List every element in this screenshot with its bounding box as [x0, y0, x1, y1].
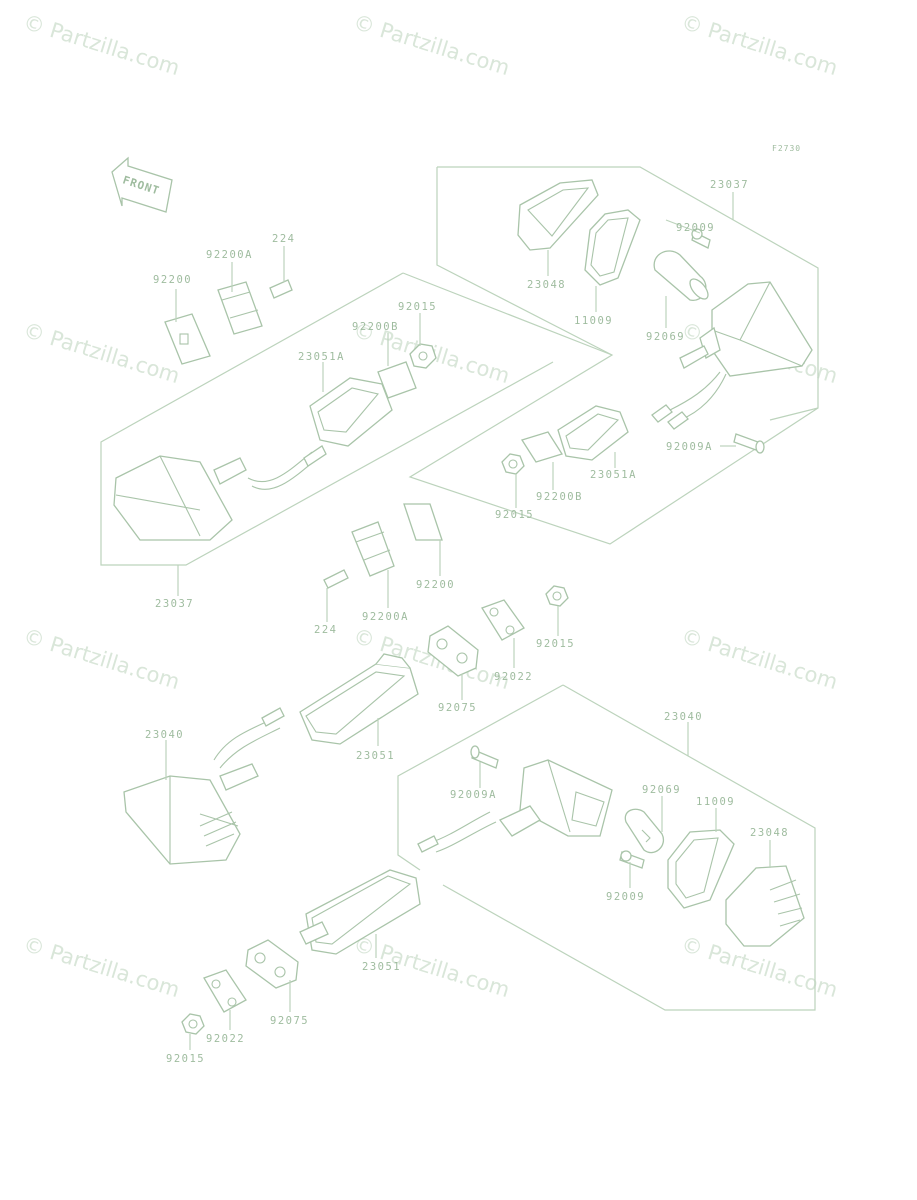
part-label: 92009 — [606, 891, 645, 903]
watermark: © Partzilla.com — [351, 10, 513, 80]
connectors-right — [651, 404, 689, 430]
part-label: 23051A — [298, 351, 345, 363]
part-label: 92015 — [536, 638, 575, 650]
housing-23037-left — [113, 445, 327, 541]
plate-92200-left — [164, 313, 211, 365]
part-label: 11009 — [574, 315, 613, 327]
part-label: 92200 — [153, 274, 192, 286]
part-label: 23048 — [527, 279, 566, 291]
watermark: © Partzilla.com — [679, 10, 841, 80]
part-label: 23051A — [590, 469, 637, 481]
watermark: © Partzilla.com — [21, 932, 183, 1002]
part-label: 92200B — [352, 321, 399, 333]
part-label: 23037 — [155, 598, 194, 610]
part-label: 92200B — [536, 491, 583, 503]
plate-92022-mid — [481, 599, 525, 641]
part-label: 224 — [314, 624, 337, 636]
part-label: 92009A — [666, 441, 713, 453]
outline-lower — [397, 684, 816, 1011]
watermark: © Partzilla.com — [679, 624, 841, 694]
part-label: 224 — [272, 233, 295, 245]
screw-92009-top — [691, 228, 711, 249]
grommet-92075-mid — [427, 625, 479, 677]
housing-23040-right — [417, 759, 613, 853]
bulb-92069-lower — [624, 808, 665, 854]
nut-92015-mid — [545, 585, 569, 607]
part-label: 92069 — [642, 784, 681, 796]
lens-23048-top — [517, 179, 599, 251]
part-label: 92200A — [362, 611, 409, 623]
watermark: © Partzilla.com — [21, 10, 183, 80]
plate-92200b-right — [520, 431, 564, 463]
bolt-224-left — [269, 279, 293, 299]
gasket-11009-lower — [667, 829, 735, 909]
leader-lines — [165, 192, 771, 1050]
screw-92009-lower — [619, 850, 645, 869]
screw-92009a-right — [733, 433, 765, 454]
part-label: 23037 — [710, 179, 749, 191]
part-label: 23040 — [145, 729, 184, 741]
screw-92009a-lower — [470, 745, 499, 769]
part-label: 23051 — [362, 961, 401, 973]
outline-left-front — [100, 272, 613, 566]
stay-23051-mid — [299, 653, 419, 745]
part-label: 11009 — [696, 796, 735, 808]
part-label: 23040 — [664, 711, 703, 723]
grommet-23051a-left — [309, 377, 393, 447]
part-label: 23051 — [356, 750, 395, 762]
watermark: © Partzilla.com — [21, 318, 183, 388]
part-label: 92075 — [438, 702, 477, 714]
figure-code: F2730 — [772, 144, 801, 153]
part-label: 92022 — [494, 671, 533, 683]
housing-23040-left — [123, 707, 285, 865]
part-label: 92200A — [206, 249, 253, 261]
lens-23048-lower — [725, 865, 805, 947]
part-label: 92015 — [398, 301, 437, 313]
nut-92015-lower — [181, 1013, 205, 1035]
housing-23037-right — [669, 281, 813, 421]
part-label: 23048 — [750, 827, 789, 839]
part-label: 92075 — [270, 1015, 309, 1027]
gasket-11009-top — [584, 209, 641, 286]
watermark: © Partzilla.com — [21, 624, 183, 694]
grommet-92075-lower — [245, 939, 299, 989]
plate-92200-mid — [403, 503, 443, 541]
part-label: 92015 — [166, 1053, 205, 1065]
nut-92015-right — [501, 453, 525, 475]
part-label: 92015 — [495, 509, 534, 521]
outline-right-front — [408, 166, 819, 545]
plate-92022-lower — [203, 969, 247, 1013]
front-arrow: FRONT — [111, 156, 173, 213]
grommet-23051a-right — [557, 405, 629, 461]
bracket-92200a-mid — [351, 521, 395, 577]
part-label: 92009 — [676, 222, 715, 234]
bolt-224-mid — [323, 569, 349, 589]
part-label: 92009A — [450, 789, 497, 801]
part-label: 92069 — [646, 331, 685, 343]
part-label: 92022 — [206, 1033, 245, 1045]
bracket-92200a-left — [217, 281, 263, 335]
bulb-92069-top — [653, 250, 709, 301]
part-labels: 23037 92009 23048 11009 92069 92009A 230… — [145, 179, 789, 1065]
stay-23051-lower — [299, 869, 421, 955]
part-label: 92200 — [416, 579, 455, 591]
